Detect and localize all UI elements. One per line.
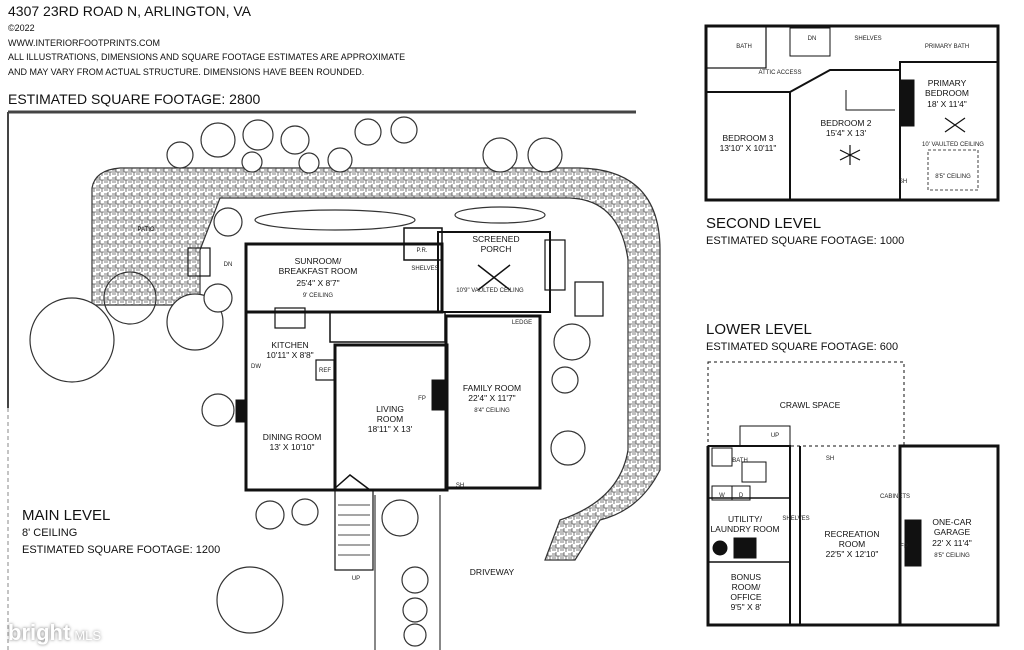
living-label-2: ROOM [377,414,403,424]
bedroom3-dimensions: 13'10" X 10'11" [720,143,777,153]
landscape-trees [29,116,591,647]
watermark-mls: MLS [74,628,102,643]
second-bath-label: BATH [736,44,752,50]
recreation-dimensions: 22'5" X 12'10" [826,549,879,559]
primary-label-2: BEDROOM [925,88,969,98]
primary-ceiling-2: 8'5" CEILING [935,174,971,180]
main-level-ceiling: 8' CEILING [22,527,78,539]
lower-bath-label: BATH [732,458,748,464]
bonus-label-2: ROOM/ [732,582,761,592]
main-level-plan [187,227,604,650]
bonus-label-3: OFFICE [730,592,761,602]
lower-fireplace-label: FP [900,544,908,550]
main-level-title: MAIN LEVEL [22,507,111,524]
bedroom2-label: BEDROOM 2 [820,118,871,128]
lower-level-sqft: ESTIMATED SQUARE FOOTAGE: 600 [706,341,899,353]
patio-label: PATIO [137,227,154,233]
lower-shelves-label: SHELVES [782,516,809,522]
family-ceiling: 8'4" CEILING [474,408,510,414]
porch-label-2: PORCH [481,244,512,254]
second-dn-label: DN [808,36,817,42]
sunroom-ceiling: 9' CEILING [303,293,333,299]
shelves-label: SHELVES [411,266,438,272]
family-label: FAMILY ROOM [463,383,521,393]
porch-label-1: SCREENED [472,234,519,244]
utility-label-1: UTILITY/ [728,514,763,524]
recreation-label-1: RECREATION [824,529,879,539]
primary-dimensions: 18' X 11'4" [927,99,967,109]
sunroom-dimensions: 25'4" X 8'7" [296,278,339,288]
ledge-label: LEDGE [512,320,532,326]
second-level-sqft: ESTIMATED SQUARE FOOTAGE: 1000 [706,235,905,247]
dryer-label: D [739,493,744,499]
fireplace-label: FP [418,396,426,402]
website: WWW.INTERIORFOOTPRINTS.COM [8,38,160,48]
driveway-label: DRIVEWAY [470,567,515,577]
watermark-brand: bright [8,620,71,645]
lower-up-label: UP [771,433,779,439]
bonus-label-1: BONUS [731,572,762,582]
porch-ceiling: 10'9" VAULTED CEILING [456,288,524,294]
living-label-1: LIVING [376,404,404,414]
primary-label-1: PRIMARY [928,78,967,88]
bedroom3-label: BEDROOM 3 [722,133,773,143]
dining-dimensions: 13' X 10'10" [269,442,314,452]
second-level-title: SECOND LEVEL [706,215,822,232]
dining-label: DINING ROOM [263,432,322,442]
stairs-up-label: UP [352,576,360,582]
family-dimensions: 22'4" X 11'7" [468,393,515,403]
disclaimer-line-2: AND MAY VARY FROM ACTUAL STRUCTURE. DIME… [8,67,365,77]
bedroom2-dimensions: 15'4" X 13' [826,128,867,138]
garage-ceiling: 8'5" CEILING [934,553,970,559]
disclaimer-line-1: ALL ILLUSTRATIONS, DIMENSIONS AND SQUARE… [8,52,406,62]
recreation-label-2: ROOM [839,539,865,549]
garage-label-1: ONE-CAR [932,517,971,527]
powder-room-label: P.R. [417,248,428,254]
second-sh-label: SH [899,179,907,185]
kitchen-dimensions: 10'11" X 8'8" [266,350,313,360]
garage-dimensions: 22' X 11'4" [932,538,972,548]
garage-label-2: GARAGE [934,527,971,537]
primary-bath-label: PRIMARY BATH [925,44,969,50]
attic-access-label: ATTIC ACCESS [759,70,802,76]
primary-ceiling: 10' VAULTED CEILING [922,142,984,148]
lower-level-title: LOWER LEVEL [706,321,812,338]
second-shelves-label: SHELVES [854,36,881,42]
sunroom-label-2: BREAKFAST ROOM [279,266,358,276]
crawl-space-label: CRAWL SPACE [780,400,841,410]
sh-label: SH [456,483,464,489]
address-title: 4307 23RD ROAD N, ARLINGTON, VA [8,3,252,19]
main-level-sqft: ESTIMATED SQUARE FOOTAGE: 1200 [22,544,221,556]
washer-label: W [719,493,725,499]
sunroom-label-1: SUNROOM/ [295,256,342,266]
brick-walkway [91,167,661,561]
refrigerator-label: REF [319,368,331,374]
utility-label-2: LAUNDRY ROOM [710,524,779,534]
dishwasher-label: DW [251,364,261,370]
cabinets-label: CABINETS [880,494,910,500]
lower-level-plan [706,361,1000,627]
lower-sh-label: SH [826,456,834,462]
second-level-plan [704,24,1000,202]
total-sqft: ESTIMATED SQUARE FOOTAGE: 2800 [8,91,261,107]
kitchen-label: KITCHEN [271,340,308,350]
property-line [7,110,636,650]
copyright: ©2022 [8,23,35,33]
bonus-dimensions: 9'5" X 8' [731,602,762,612]
living-dimensions: 18'11" X 13' [368,424,413,434]
stairs-dn-label: DN [224,262,233,268]
